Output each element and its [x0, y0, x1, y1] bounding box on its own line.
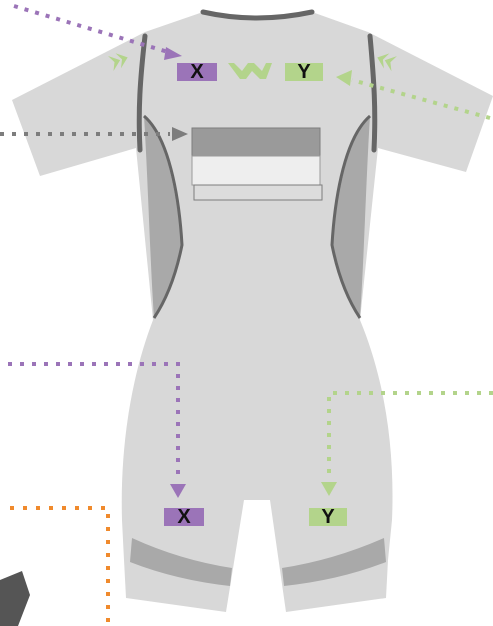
corner-shape — [0, 571, 30, 626]
print-box-strip — [194, 185, 322, 200]
suit-body — [12, 12, 493, 612]
label-chest-right: Y — [285, 63, 323, 81]
label-leg-left: X — [164, 508, 204, 526]
label-chest-left: X — [177, 63, 217, 81]
collar — [203, 12, 312, 18]
label-leg-right: Y — [309, 508, 347, 526]
print-box-dark — [192, 128, 320, 156]
print-box-light — [192, 156, 320, 185]
